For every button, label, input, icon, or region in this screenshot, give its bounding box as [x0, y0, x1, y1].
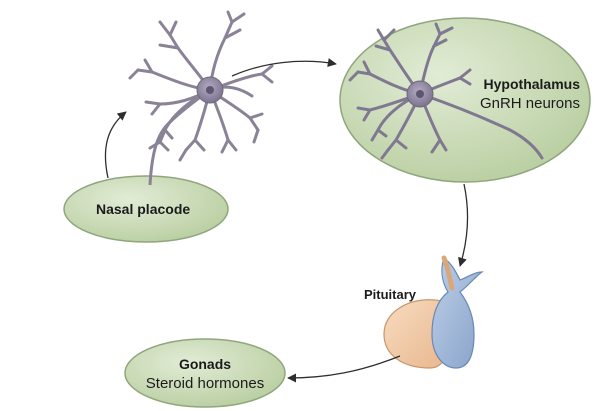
hypothalamus-title: Hypothalamus [483, 76, 580, 92]
nasal-placode-node [63, 175, 229, 243]
pituitary-label: Pituitary [364, 287, 417, 302]
arrow-neuron-to-hypothalamus [231, 58, 337, 77]
gonads-node [124, 338, 286, 408]
gnrh-neurons-subtitle: GnRH neurons [479, 95, 580, 112]
steroid-hormones-subtitle: Steroid hormones [145, 375, 265, 392]
arrow-pituitary-to-gonads [287, 355, 401, 383]
arrow-placode-to-neuron [104, 111, 127, 179]
arrow-hypothalamus-to-pituitary [458, 183, 469, 267]
pituitary-gland-icon [383, 255, 484, 369]
gonads-title: Gonads [178, 356, 232, 372]
posterior-pituitary [431, 257, 484, 369]
nasal-placode-label: Nasal placode [96, 201, 191, 217]
